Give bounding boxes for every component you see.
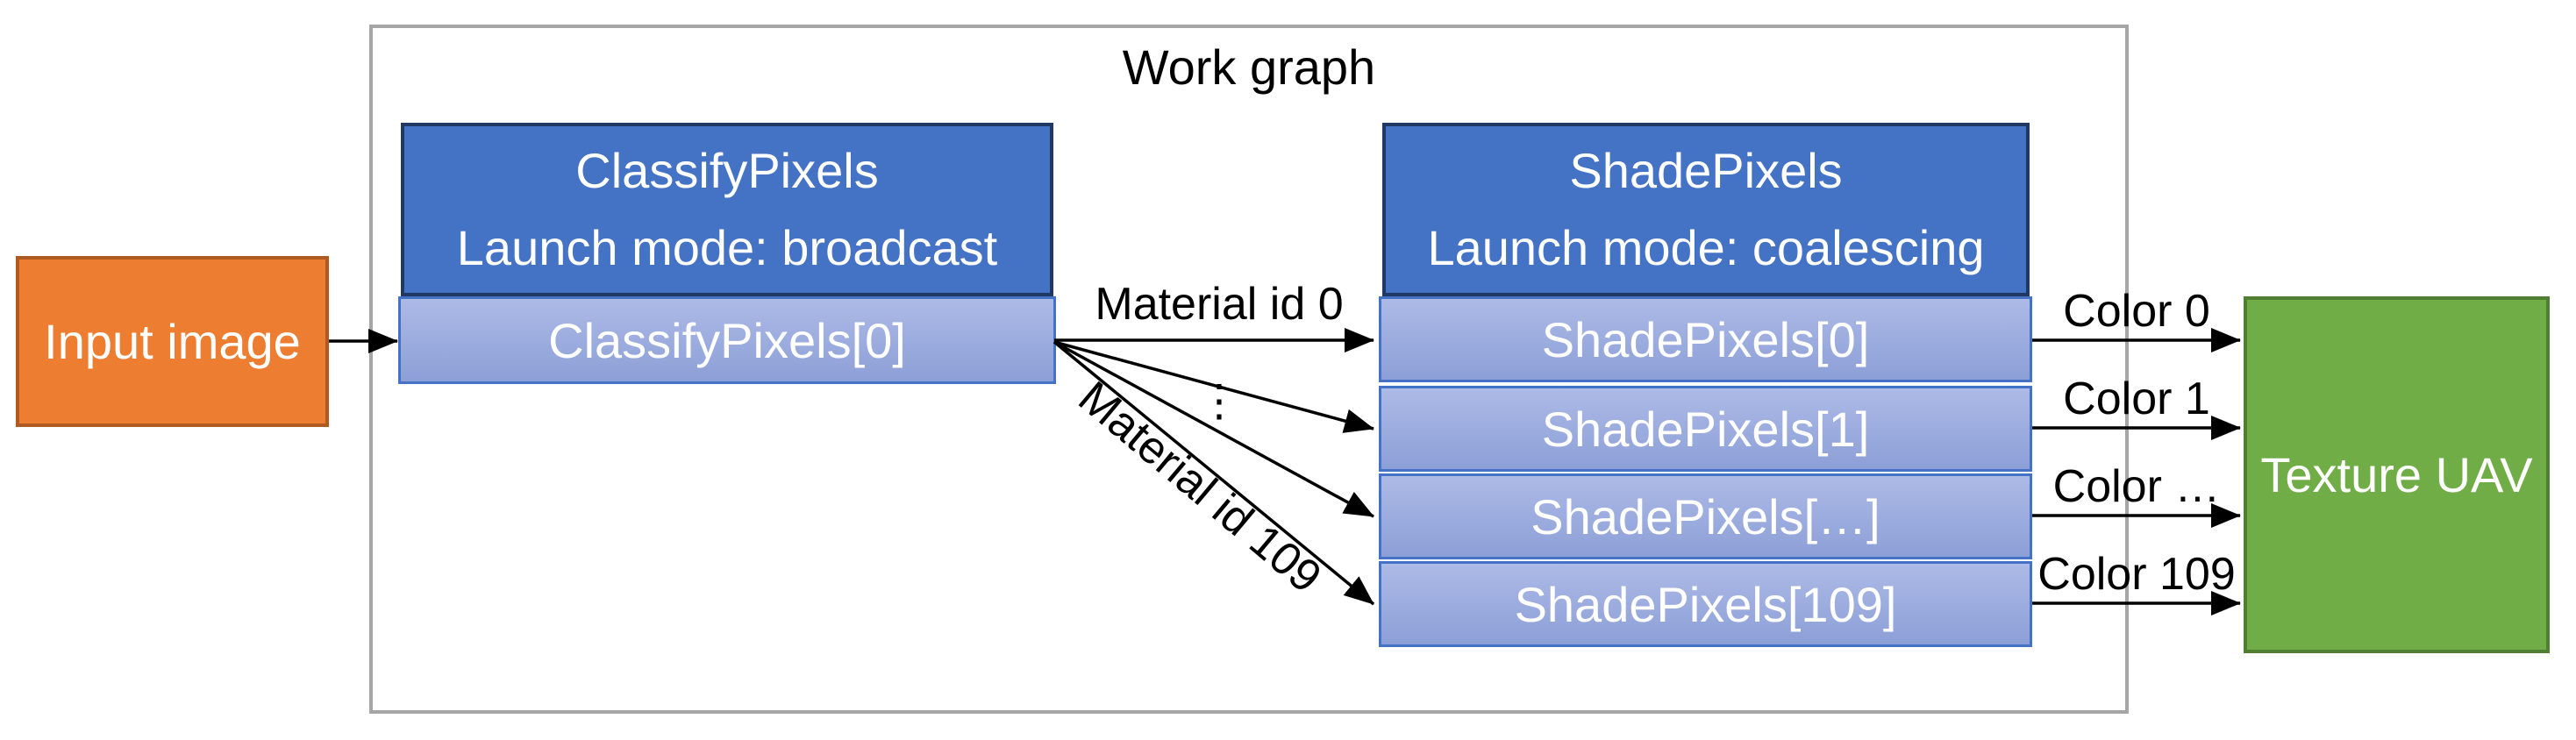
work-graph-frame [369,25,2129,714]
classify-pixels-subtitle: Launch mode: broadcast [456,220,998,275]
input-image-node: Input image [16,256,329,427]
classify-pixels-header: ClassifyPixels Launch mode: broadcast [401,123,1053,296]
input-image-label: Input image [44,314,301,369]
label-color-0: Color 0 [2063,286,2210,337]
label-color-ellipsis: Color … [2052,461,2221,512]
texture-uav-label: Texture UAV [2260,447,2533,502]
shade-pixels-row-dots-label: ShadePixels[…] [1531,488,1880,544]
shade-pixels-row-1: ShadePixels[1] [1379,386,2032,472]
shade-pixels-title: ShadePixels [1569,143,1843,198]
shade-pixels-row-dots: ShadePixels[…] [1379,473,2032,559]
shade-pixels-row-1-label: ShadePixels[1] [1541,401,1870,457]
texture-uav-node: Texture UAV [2244,296,2550,653]
shade-pixels-row-0: ShadePixels[0] [1379,296,2032,382]
classify-pixels-row-0-label: ClassifyPixels[0] [548,312,906,368]
label-color-1: Color 1 [2063,374,2210,424]
shade-pixels-header: ShadePixels Launch mode: coalescing [1382,123,2030,296]
label-color-109: Color 109 [2037,549,2236,600]
label-material-ellipsis: ⋮ [1197,376,1241,425]
label-material-id-0: Material id 0 [1095,279,1344,330]
shade-pixels-row-109-label: ShadePixels[109] [1514,576,1897,632]
shade-pixels-row-109: ShadePixels[109] [1379,561,2032,647]
shade-pixels-row-0-label: ShadePixels[0] [1541,311,1870,367]
shade-pixels-subtitle: Launch mode: coalescing [1427,220,1985,275]
classify-pixels-title: ClassifyPixels [575,143,879,198]
diagram-title: Work graph [1122,39,1376,95]
classify-pixels-row-0: ClassifyPixels[0] [398,296,1056,384]
